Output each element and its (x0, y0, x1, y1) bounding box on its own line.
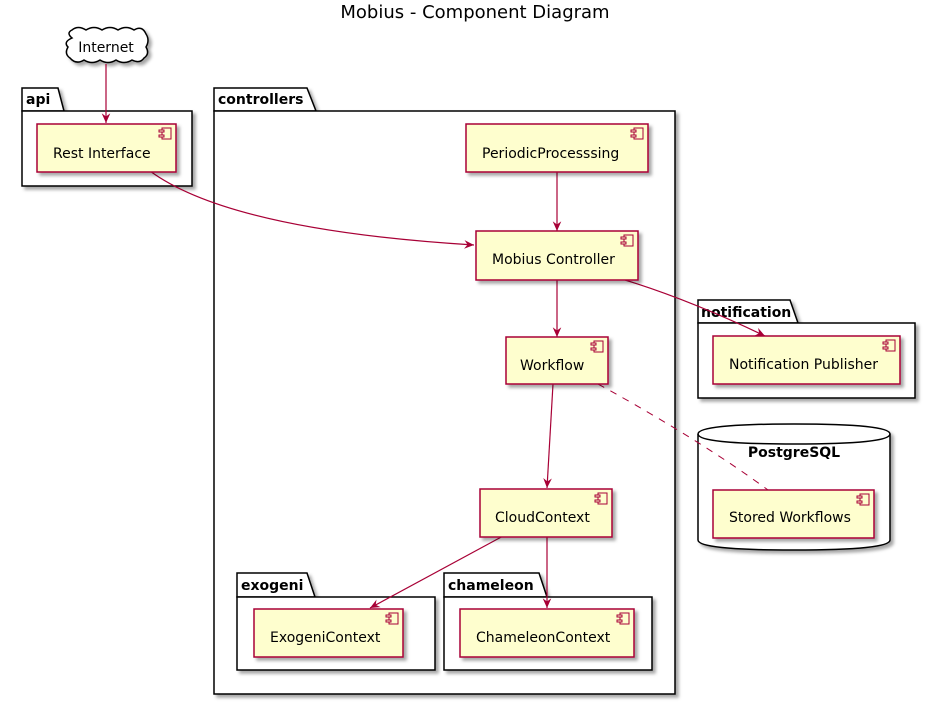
edges (101, 64, 769, 609)
internet-label: Internet (78, 40, 134, 56)
component-cloud-context: CloudContext (479, 488, 613, 538)
component-label: Rest Interface (53, 146, 151, 162)
diagram-title: Mobius - Component Diagram (340, 2, 609, 23)
package-label-exogeni: exogeni (241, 578, 303, 594)
database-label: PostgreSQL (748, 445, 840, 461)
package-label-api: api (26, 92, 50, 108)
package-label-controllers: controllers (218, 92, 303, 108)
component-notification-publisher: Notification Publisher (712, 335, 901, 385)
component-label: ChameleonContext (476, 630, 611, 646)
component-label: Notification Publisher (729, 357, 878, 373)
edge-controller-notifier (624, 279, 766, 337)
edge-rest-controller (149, 170, 475, 249)
component-label: ExogeniContext (270, 630, 381, 646)
component-label: PeriodicProcesssing (482, 146, 619, 162)
edge-cloudctx-exogeni (369, 534, 506, 609)
component-workflow: Workflow (505, 336, 609, 385)
component-chameleon-context: ChameleonContext (459, 608, 635, 658)
component-periodic-processing: PeriodicProcesssing (465, 123, 649, 173)
component-exogeni-context: ExogeniContext (253, 608, 404, 658)
component-label: CloudContext (495, 510, 590, 526)
component-label: Stored Workflows (729, 510, 851, 526)
edge-workflow-cloudctx (543, 383, 554, 489)
component-label: Workflow (520, 358, 584, 374)
component-stored-workflows: Stored Workflows (712, 489, 875, 539)
component-rest-interface: Rest Interface (36, 123, 177, 173)
package-label-chameleon: chameleon (448, 578, 534, 594)
component-label: Mobius Controller (492, 252, 615, 268)
component-mobius-controller: Mobius Controller (475, 230, 639, 281)
internet-cloud: Internet (65, 26, 149, 64)
